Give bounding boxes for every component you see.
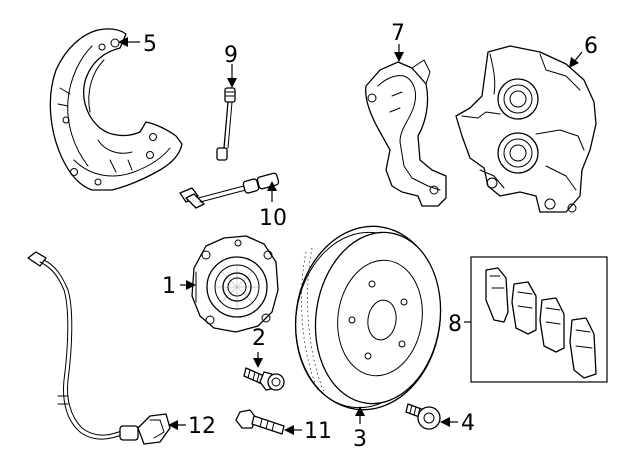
callout-6: 6 bbox=[584, 34, 598, 59]
callout-10: 10 bbox=[259, 206, 287, 231]
wear-sensor-long bbox=[179, 172, 280, 209]
brake-rotor bbox=[294, 225, 442, 411]
brake-pads-set bbox=[470, 256, 608, 383]
callout-5: 5 bbox=[143, 32, 157, 57]
callout-12: 12 bbox=[188, 414, 216, 439]
caliper-bolt bbox=[235, 409, 285, 435]
splash-shield bbox=[49, 28, 183, 191]
callout-2: 2 bbox=[252, 326, 266, 351]
brake-caliper bbox=[455, 45, 597, 213]
hub-bolt bbox=[243, 367, 285, 391]
wear-sensor-small bbox=[216, 87, 236, 161]
callout-1: 1 bbox=[162, 274, 176, 299]
abs-speed-sensor bbox=[27, 251, 171, 445]
brake-pads-box bbox=[470, 256, 608, 383]
callout-7: 7 bbox=[391, 21, 405, 46]
callout-9: 9 bbox=[224, 43, 238, 68]
callout-8: 8 bbox=[448, 312, 462, 337]
callout-11: 11 bbox=[304, 419, 332, 444]
caliper-bracket bbox=[365, 59, 447, 207]
rotor-screw bbox=[405, 403, 441, 430]
callout-3: 3 bbox=[353, 427, 367, 452]
wheel-hub bbox=[191, 235, 279, 333]
callout-4: 4 bbox=[461, 411, 475, 436]
leaders bbox=[118, 37, 583, 435]
